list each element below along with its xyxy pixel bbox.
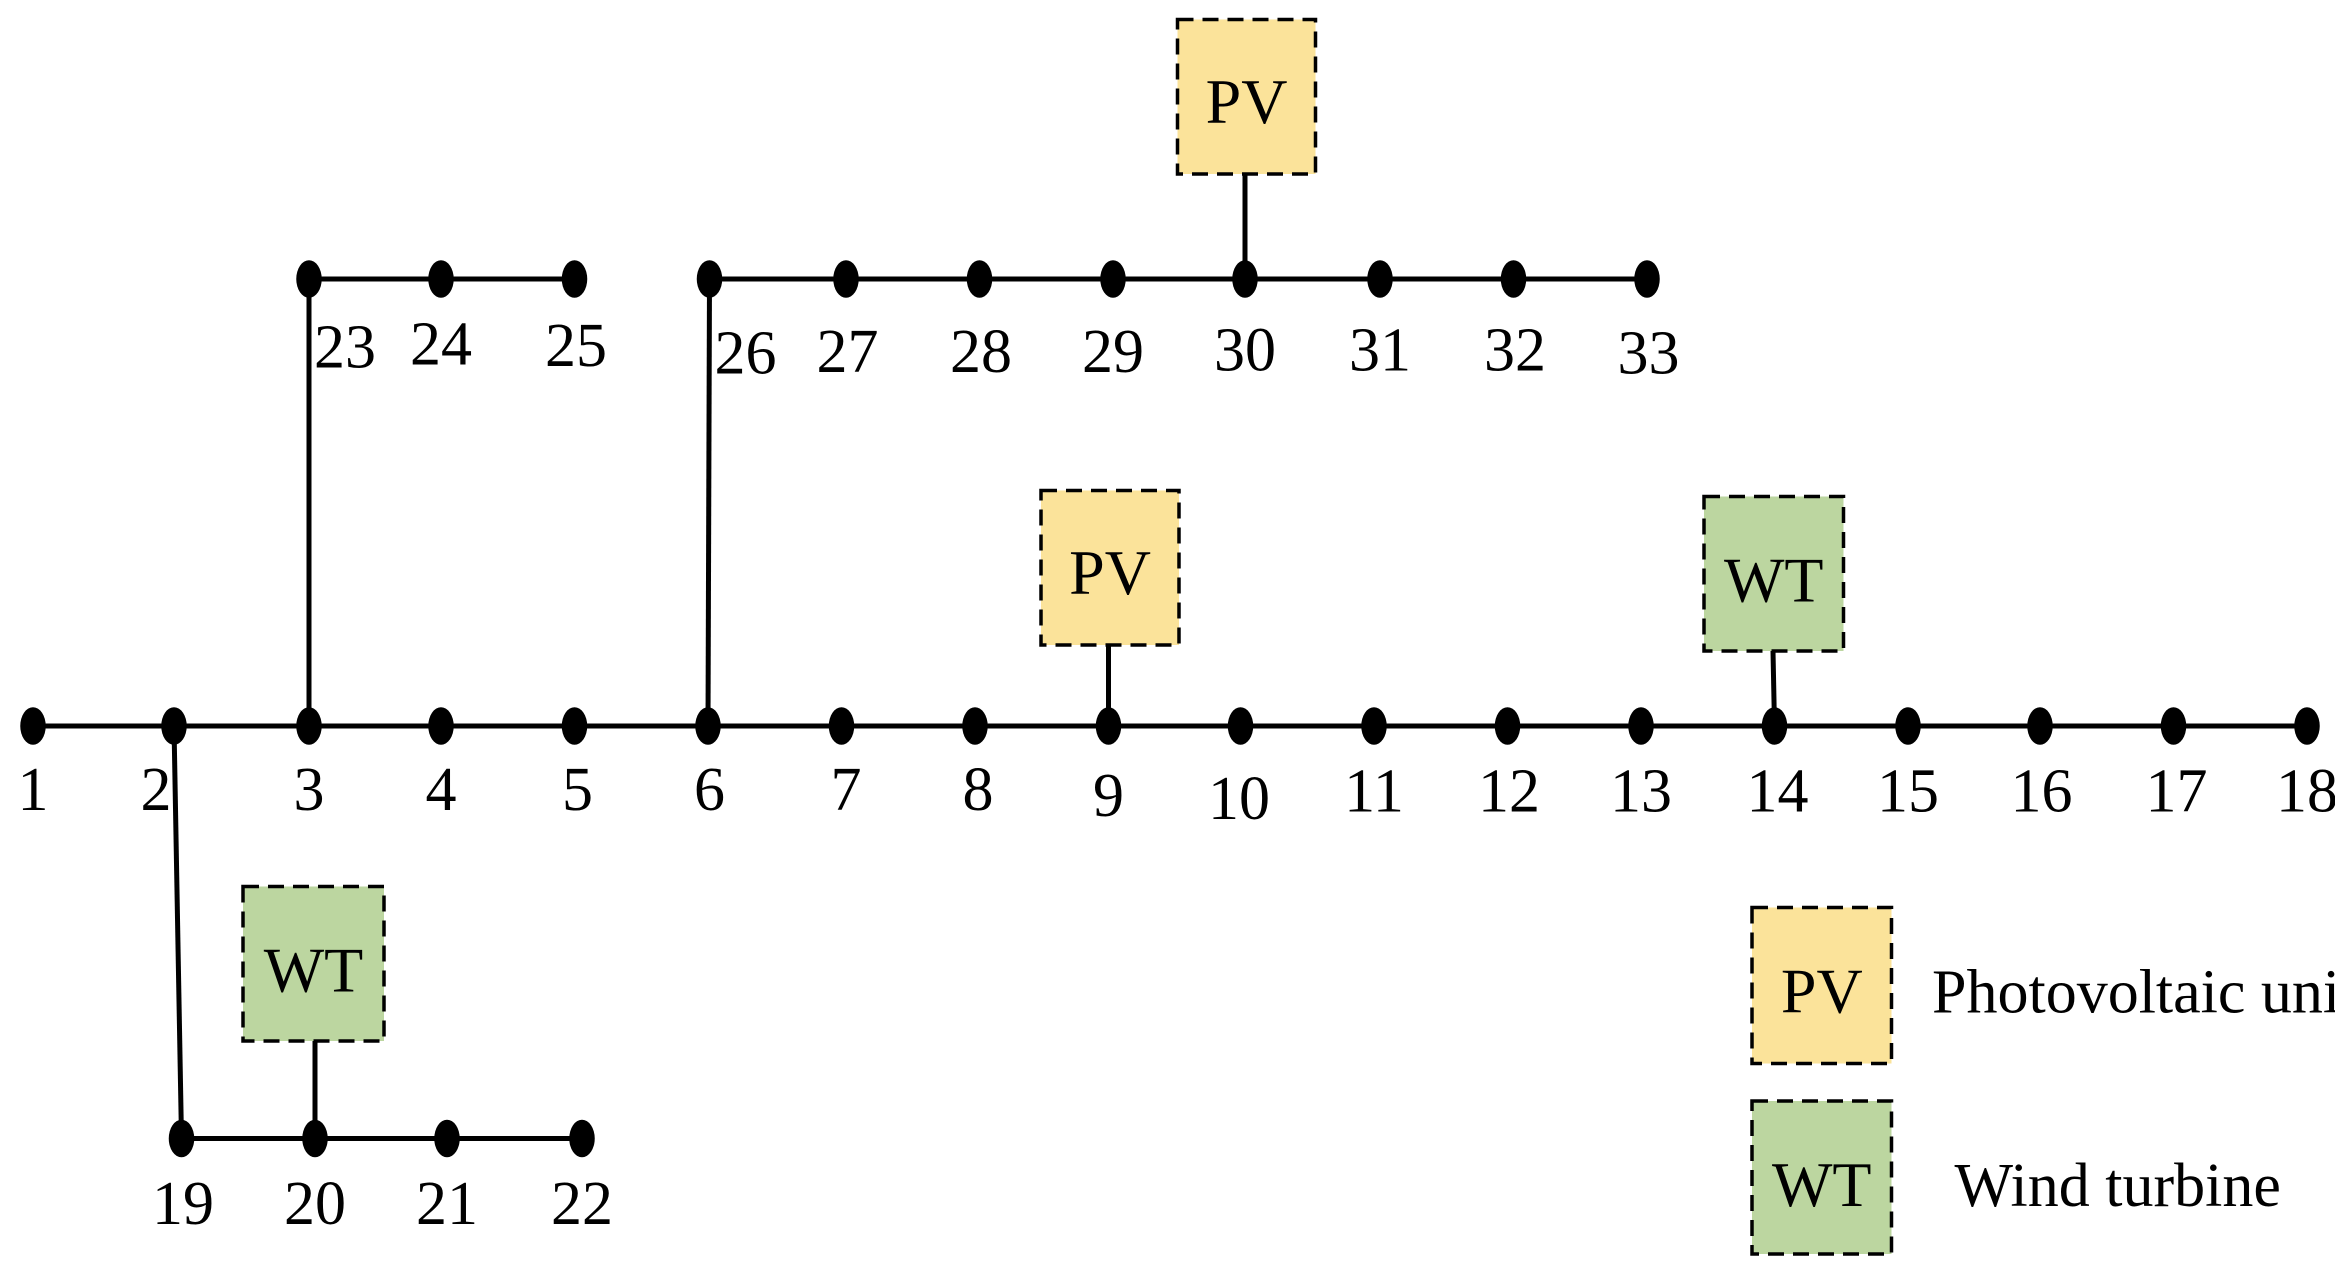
bus-label-1: 1 <box>18 756 49 824</box>
bus-node-27 <box>833 260 859 298</box>
bus-node-1 <box>20 707 46 745</box>
bus-node-33 <box>1634 260 1660 298</box>
bus-label-8: 8 <box>963 756 994 824</box>
bus-node-9 <box>1096 707 1122 745</box>
bus-label-20: 20 <box>284 1170 346 1238</box>
bus-node-4 <box>428 707 454 745</box>
bus-node-11 <box>1361 707 1387 745</box>
bus-node-31 <box>1367 260 1393 298</box>
bus-label-33: 33 <box>1618 320 1680 388</box>
bus-label-22: 22 <box>551 1170 613 1238</box>
bus-label-12: 12 <box>1478 758 1540 826</box>
bus-label-29: 29 <box>1082 318 1144 386</box>
bus-label-30: 30 <box>1214 317 1276 385</box>
bus-node-10 <box>1228 707 1254 745</box>
branch-2-19-line <box>174 726 182 1139</box>
bus-node-13 <box>1628 707 1654 745</box>
bus-label-25: 25 <box>545 312 607 380</box>
legend-wt-text: Wind turbine <box>1955 1152 2281 1220</box>
bus-node-24 <box>428 260 454 298</box>
bus-label-28: 28 <box>950 318 1012 386</box>
pv-label-30: PV <box>1206 66 1288 137</box>
legend-wt-symbol: WT <box>1772 1149 1872 1220</box>
bus-label-31: 31 <box>1349 317 1411 385</box>
bus-node-21 <box>434 1120 460 1158</box>
bus-node-28 <box>967 260 993 298</box>
bus-node-22 <box>569 1120 595 1158</box>
bus-node-29 <box>1100 260 1126 298</box>
bus-node-25 <box>562 260 588 298</box>
bus-label-19: 19 <box>152 1170 214 1238</box>
bus-node-14 <box>1762 707 1788 745</box>
bus-label-14: 14 <box>1747 758 1809 826</box>
wt-label-14: WT <box>1724 545 1824 616</box>
bus-node-32 <box>1501 260 1527 298</box>
bus-node-6 <box>695 707 721 745</box>
bus-node-19 <box>169 1120 195 1158</box>
bus-node-30 <box>1232 260 1258 298</box>
bus-node-18 <box>2294 707 2320 745</box>
bus-label-24: 24 <box>410 311 472 379</box>
bus-label-4: 4 <box>426 756 457 824</box>
bus-label-32: 32 <box>1484 317 1546 385</box>
bus-label-27: 27 <box>817 318 879 386</box>
bus-label-7: 7 <box>831 756 862 824</box>
bus-node-7 <box>829 707 855 745</box>
bus-node-17 <box>2161 707 2187 745</box>
bus-label-2: 2 <box>141 756 172 824</box>
bus-label-3: 3 <box>294 756 325 824</box>
bus-node-15 <box>1895 707 1921 745</box>
bus-label-23: 23 <box>314 314 376 382</box>
bus-label-16: 16 <box>2011 758 2073 826</box>
bus-node-26 <box>697 260 723 298</box>
bus-label-13: 13 <box>1610 758 1672 826</box>
bus-node-5 <box>562 707 588 745</box>
bus-label-15: 15 <box>1877 758 1939 826</box>
legend-pv-text: Photovoltaic unit <box>1932 959 2335 1027</box>
bus-node-20 <box>302 1120 328 1158</box>
bus-label-17: 17 <box>2146 758 2208 826</box>
generator-layer: PV PV WT WT <box>243 20 1844 1042</box>
bus-node-23 <box>296 260 322 298</box>
legend-pv-symbol: PV <box>1781 956 1863 1027</box>
bus-label-18: 18 <box>2276 758 2335 826</box>
bus-node-3 <box>296 707 322 745</box>
branch-6-26-line <box>708 279 710 726</box>
pv-label-9: PV <box>1069 537 1151 608</box>
bus-node-2 <box>161 707 187 745</box>
bus-label-11: 11 <box>1344 758 1404 826</box>
bus-label-21: 21 <box>416 1170 478 1238</box>
bus-node-12 <box>1495 707 1521 745</box>
bus-label-6: 6 <box>694 756 725 824</box>
bus-label-26: 26 <box>715 320 777 388</box>
wt-label-20: WT <box>264 935 364 1006</box>
bus-label-5: 5 <box>562 756 593 824</box>
bus-node-8 <box>962 707 988 745</box>
bus-node-16 <box>2027 707 2053 745</box>
bus-label-9: 9 <box>1093 762 1124 830</box>
bus-label-10: 10 <box>1208 765 1270 833</box>
